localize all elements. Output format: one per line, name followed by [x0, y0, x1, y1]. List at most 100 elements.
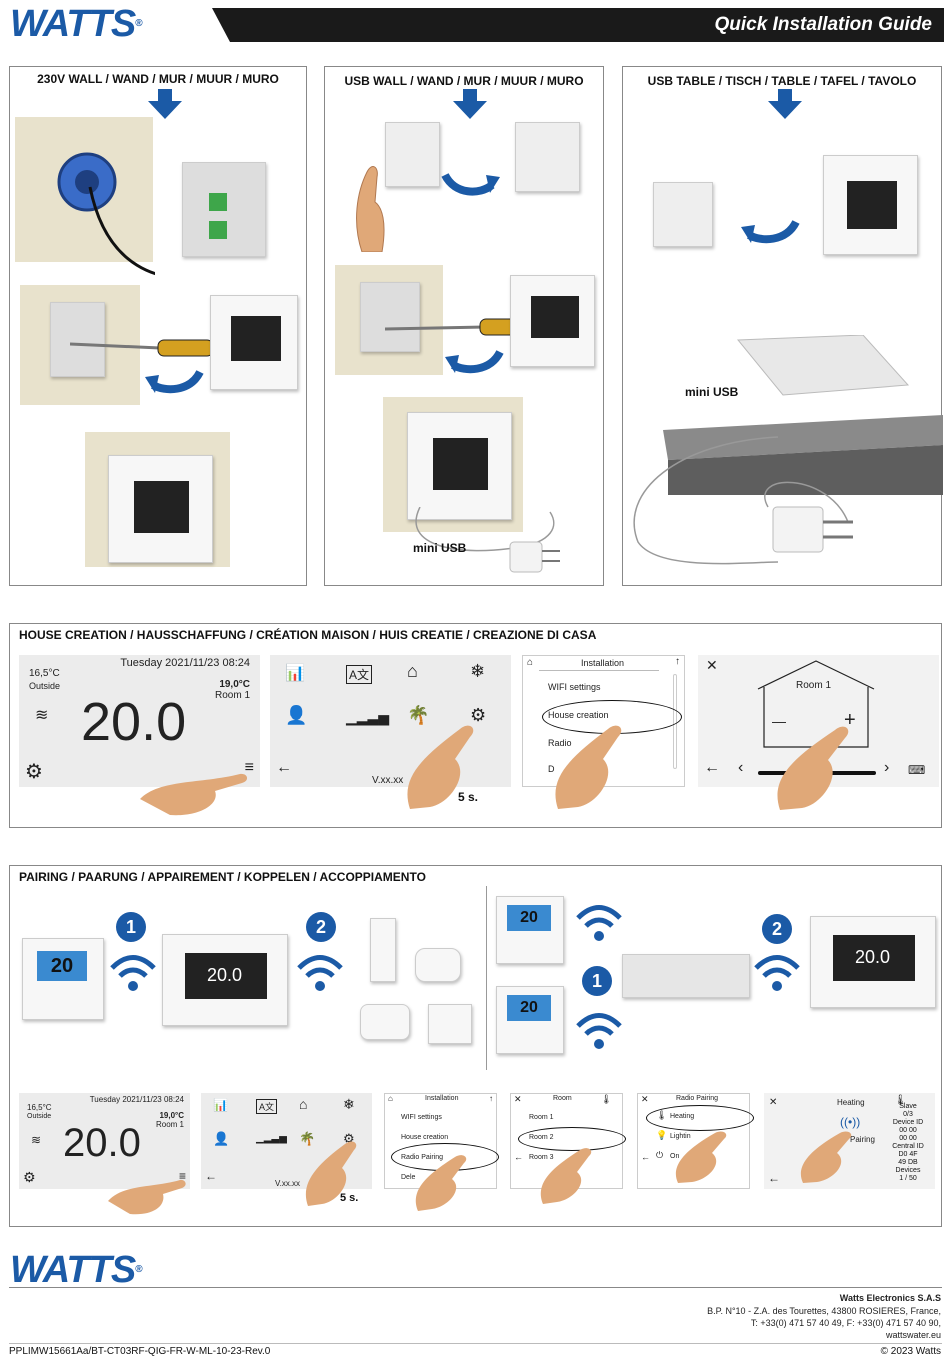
radio-item-lighting[interactable]: Lightin [670, 1133, 691, 1140]
hand-icon [356, 166, 385, 252]
wiring-center-illustration [622, 954, 750, 998]
pairing-header: Heating [837, 1098, 865, 1107]
hand-pointer-icon [555, 725, 622, 809]
pairing-status: Pairing [850, 1135, 875, 1144]
snowflake-sun-icon[interactable]: ❄ [343, 1096, 355, 1112]
signal-icon[interactable]: ▁▂▃▅ [346, 709, 390, 725]
scroll-up-icon[interactable]: ↑ [675, 656, 680, 667]
company-phone: T: +33(0) 471 57 40 49, F: +33(0) 471 57… [750, 1318, 941, 1328]
keyboard-icon[interactable]: ⌨ [908, 763, 926, 777]
house-creation-section: HOUSE CREATION / HAUSSCHAFFUNG / CRÉATIO… [9, 623, 942, 828]
hold-duration-label: 5 s. [340, 1192, 359, 1204]
setpoint-display: 20.0 [81, 692, 187, 752]
company-web[interactable]: wattswater.eu [885, 1330, 941, 1340]
menu-header: Room [553, 1095, 572, 1102]
home-icon[interactable]: ⌂ [527, 657, 534, 668]
backplate-illustration [653, 182, 713, 247]
panel-usb-table: USB TABLE / TISCH / TABLE / TAFEL / TAVO… [622, 66, 943, 586]
close-icon[interactable]: ✕ [641, 1094, 649, 1104]
back-arrow-icon[interactable]: ← [514, 1152, 523, 1162]
room-item[interactable]: Room 3 [529, 1154, 554, 1161]
table-illustration [663, 335, 943, 495]
minus-button[interactable]: — [772, 713, 786, 729]
chart-icon[interactable]: 📊 [285, 665, 305, 682]
room-item[interactable]: Room 1 [529, 1114, 554, 1121]
footer-divider [9, 1287, 942, 1288]
snowflake-sun-icon[interactable]: ❄ [470, 661, 486, 681]
room-thermostat-illustration: 20 [496, 986, 564, 1054]
wifi-icon [297, 955, 343, 991]
gear-icon[interactable]: ⚙ [25, 761, 43, 783]
thermostat-illustration [108, 455, 213, 563]
back-arrow-icon[interactable]: ← [276, 759, 292, 776]
back-arrow-icon[interactable]: ← [768, 1171, 780, 1185]
back-arrow-icon[interactable]: ← [641, 1152, 650, 1162]
backplate-illustration [515, 122, 580, 192]
panel-usb-wall: USB WALL / WAND / MUR / MUUR / MURO mini… [324, 66, 604, 586]
radio-wave-icon: ((•)) [840, 1115, 861, 1129]
close-icon[interactable]: ✕ [706, 657, 718, 673]
panel-title: 230V WALL / WAND / MUR / MUUR / MURO [37, 72, 279, 86]
main-menu-screen: 📊 A文 ⌂ ❄ 👤 ▁▂▃▅ 🌴 ⚙ ← V.xx.xx [270, 655, 511, 787]
thermostat-illustration [407, 412, 512, 520]
divider [486, 886, 487, 1070]
company-name: Watts Electronics S.A.S [839, 1293, 941, 1303]
backplate-illustration [182, 162, 266, 257]
hand-pointer-icon [407, 725, 474, 809]
pairing-screen: ✕ Heating 🌡 ((•)) Pairing ← Slave 0/3 De… [764, 1093, 935, 1189]
home-screen: 16,5°C Outside Tuesday 2021/11/23 08:24 … [19, 1093, 190, 1189]
home-icon[interactable]: ⌂ [388, 1094, 393, 1103]
menu-item-radio[interactable]: Radio [548, 738, 572, 748]
signal-icon[interactable]: ▁▂▃▅ [256, 1133, 287, 1144]
hand-pointer-icon [108, 1179, 186, 1215]
page-title: Quick Installation Guide [714, 14, 932, 35]
menu-item-truncated[interactable]: Dele [401, 1174, 416, 1181]
close-icon[interactable]: ✕ [514, 1094, 522, 1104]
menu-item-house-creation[interactable]: House creation [401, 1134, 449, 1141]
room-name: Room 1 [796, 680, 832, 691]
menu-item-wifi[interactable]: WIFI settings [548, 682, 601, 692]
close-icon[interactable]: ✕ [769, 1097, 778, 1108]
palm-tree-icon[interactable]: 🌴 [407, 705, 430, 725]
home-icon[interactable]: ⌂ [407, 661, 418, 681]
backplate-illustration [50, 302, 105, 377]
thermostat-illustration [510, 275, 595, 367]
wifi-icon [576, 1013, 622, 1049]
menu-item-wifi[interactable]: WIFI settings [401, 1114, 442, 1121]
outside-temp: 16,5°C [27, 1103, 52, 1112]
user-icon[interactable]: 👤 [285, 705, 308, 725]
version-label: V.xx.xx [275, 1179, 301, 1188]
footer-divider [9, 1343, 942, 1344]
plus-button[interactable]: + [844, 709, 856, 731]
header-bar [212, 8, 944, 42]
settings-icon[interactable]: ⚙ [470, 705, 487, 725]
back-arrow-icon[interactable]: ← [704, 759, 720, 776]
user-icon[interactable]: 👤 [213, 1131, 230, 1146]
language-icon[interactable]: A文 [256, 1099, 278, 1114]
language-icon[interactable]: A文 [346, 665, 373, 684]
radio-item-onoff[interactable]: On [670, 1153, 680, 1160]
highlight-oval [518, 1127, 626, 1151]
thermostat-illustration [210, 295, 298, 390]
back-arrow-icon[interactable]: ← [205, 1169, 217, 1183]
datetime: Tuesday 2021/11/23 08:24 [120, 657, 250, 669]
scroll-up-icon[interactable]: ↑ [489, 1094, 493, 1103]
menu-item-truncated[interactable]: D [548, 764, 555, 774]
smart-plug-illustration [360, 1004, 410, 1040]
chart-icon[interactable]: 📊 [213, 1098, 228, 1112]
palm-tree-icon[interactable]: 🌴 [299, 1131, 316, 1146]
outside-temp: 16,5°C [29, 668, 60, 679]
gear-icon[interactable]: ⚙ [23, 1169, 36, 1185]
hand-pointer-icon [305, 1141, 357, 1206]
curved-arrow-icon [445, 349, 504, 374]
menu-icon[interactable]: ≡ [178, 1169, 186, 1183]
chevron-right-icon[interactable]: › [884, 759, 890, 776]
home-icon[interactable]: ⌂ [299, 1096, 308, 1112]
settings-icon[interactable]: ⚙ [343, 1131, 355, 1146]
menu-icon[interactable]: ≡ [244, 759, 254, 776]
room-thermostat-illustration: 20 [496, 896, 564, 964]
menu-header: Installation [425, 1095, 459, 1102]
light-icon: 💡 [656, 1130, 668, 1140]
room-temp: 19,0°C [219, 679, 250, 690]
chevron-left-icon[interactable]: ‹ [738, 759, 744, 776]
